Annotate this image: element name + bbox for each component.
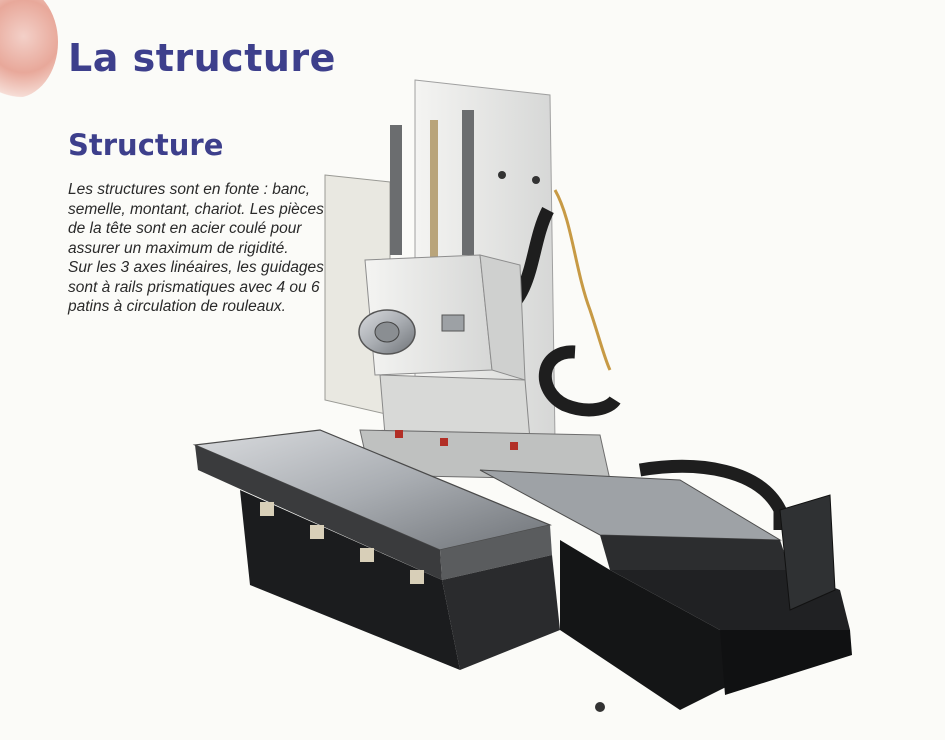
machine-illustration bbox=[192, 79, 852, 712]
body-paragraph-2: Sur les 3 axes linéaires, les guidages s… bbox=[68, 259, 324, 315]
section-body: Les structures sont en fonte : banc, sem… bbox=[68, 180, 328, 317]
saddle bbox=[359, 374, 611, 481]
section-heading: Structure bbox=[68, 128, 224, 162]
spindle-head bbox=[358, 254, 526, 381]
page-title: La structure bbox=[68, 36, 336, 80]
body-paragraph-1: Les structures sont en fonte : banc, sem… bbox=[68, 181, 324, 257]
corner-logo-icon bbox=[0, 0, 58, 98]
hydraulic-pipe bbox=[553, 189, 612, 371]
machine-bed bbox=[192, 429, 560, 670]
base-rails bbox=[479, 469, 852, 712]
